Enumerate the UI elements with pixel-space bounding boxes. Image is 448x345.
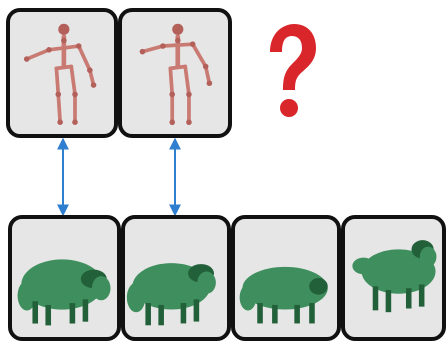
sheep-3d-model-icon xyxy=(235,219,337,337)
humanoid-skeleton-icon xyxy=(122,12,228,134)
sheep-pose-panel-1 xyxy=(8,215,121,341)
question-mark-icon xyxy=(262,22,318,122)
sheep-3d-model-icon xyxy=(125,219,227,337)
sheep-pose-panel-3 xyxy=(231,215,341,341)
skeleton-pose-panel-1 xyxy=(6,8,118,138)
sheep-3d-model-icon xyxy=(345,219,442,337)
sheep-3d-model-icon xyxy=(12,219,117,337)
sheep-pose-panel-2 xyxy=(121,215,231,341)
skeleton-pose-panel-2 xyxy=(118,8,232,138)
humanoid-skeleton-icon xyxy=(10,12,114,134)
sheep-pose-panel-4 xyxy=(341,215,446,341)
